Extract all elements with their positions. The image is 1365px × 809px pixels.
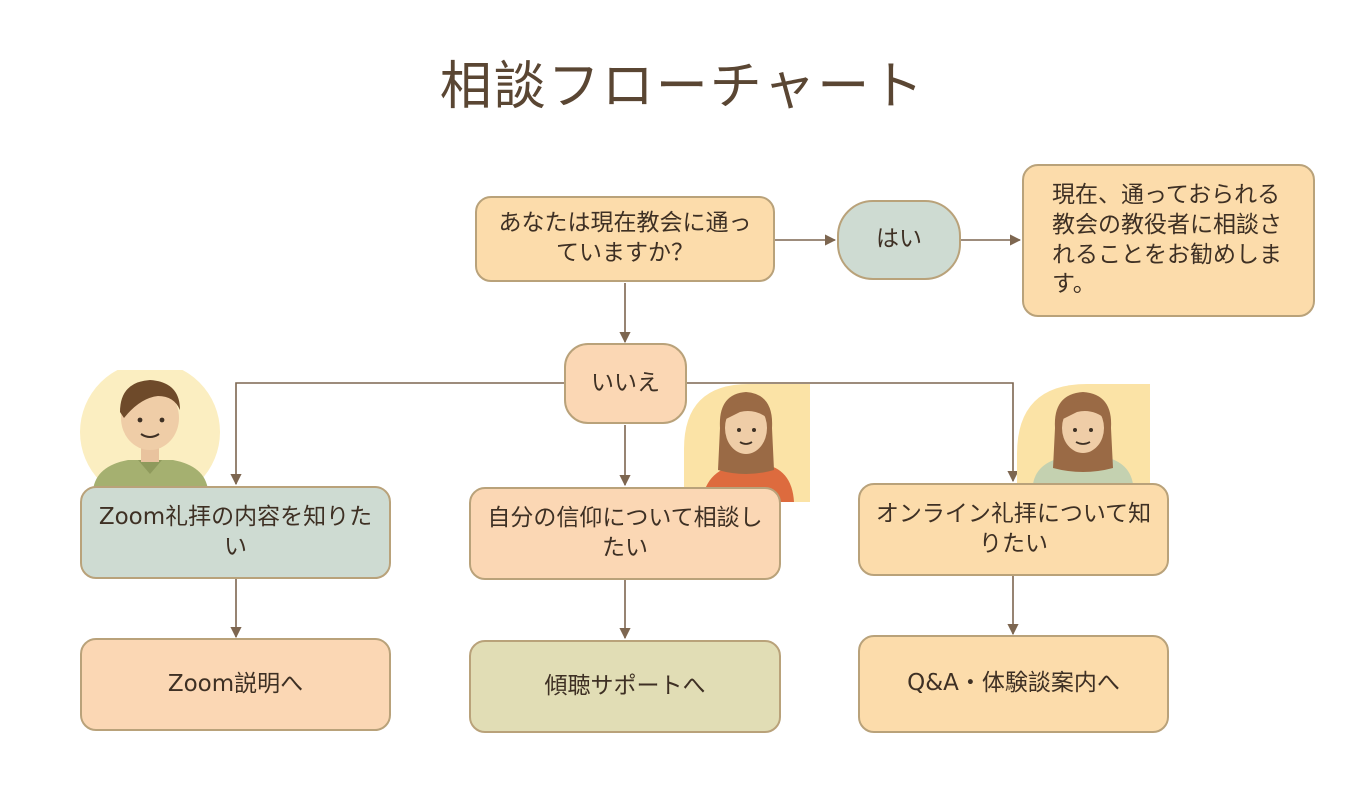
arrow-no-branch3	[686, 382, 1019, 483]
yes-label: はい	[876, 226, 922, 253]
yes-node: はい	[837, 200, 961, 280]
no-node: いいえ	[564, 343, 687, 424]
yes-result-node: 現在、通っておられる教会の教役者に相談されることをお勧めします。	[1022, 164, 1315, 317]
branch-faith-text: 自分の信仰について相談したい	[487, 504, 763, 561]
man-avatar-icon	[80, 370, 220, 490]
woman-avatar-icon	[1017, 384, 1150, 484]
branch-online-node: オンライン礼拝について知りたい	[858, 483, 1169, 576]
page-title: 相談フローチャート	[439, 57, 926, 117]
result-qa-text: Q&A・体験談案内へ	[907, 670, 1120, 697]
no-label: いいえ	[591, 369, 660, 396]
woman-avatar-icon	[684, 384, 810, 502]
result-listening-node: 傾聴サポートへ	[469, 640, 781, 733]
arrow-no-branch1	[230, 382, 565, 486]
branch-zoom-node: Zoom礼拝の内容を知りたい	[80, 486, 391, 579]
result-zoom-text: Zoom説明へ	[167, 670, 304, 697]
question-text: あなたは現在教会に通っていますか？	[498, 210, 752, 266]
result-qa-node: Q&A・体験談案内へ	[858, 635, 1169, 733]
result-zoom-node: Zoom説明へ	[80, 638, 391, 731]
yes-result-text: 現在、通っておられる教会の教役者に相談されることをお勧めします。	[1052, 181, 1282, 298]
branch-online-text: オンライン礼拝について知りたい	[875, 500, 1152, 557]
result-listening-text: 傾聴サポートへ	[544, 672, 706, 699]
branch-zoom-text: Zoom礼拝の内容を知りたい	[98, 503, 373, 560]
branch-faith-node: 自分の信仰について相談したい	[469, 487, 781, 580]
question-node: あなたは現在教会に通っていますか？	[475, 196, 775, 282]
